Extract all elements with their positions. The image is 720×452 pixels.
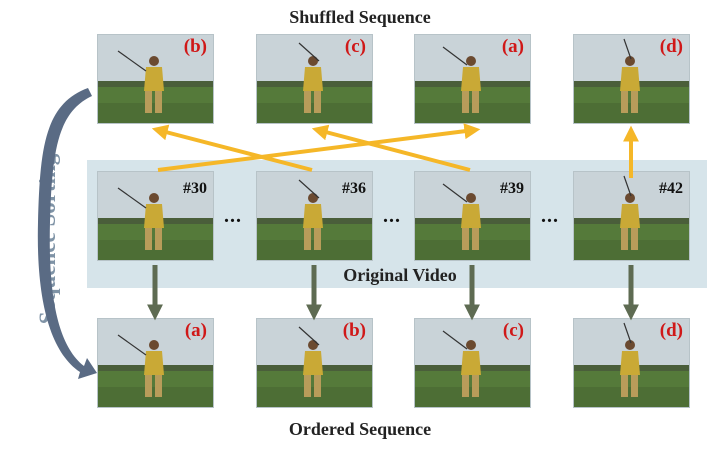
ordered-frame-4: (d) bbox=[573, 318, 690, 408]
golfer-illustration bbox=[257, 172, 372, 260]
original-frame-4: #42 bbox=[573, 171, 690, 261]
original-frame-2: #36 bbox=[256, 171, 373, 261]
shuffle-arrow-30-to-a bbox=[157, 123, 481, 172]
ordered-label-1: (a) bbox=[184, 320, 207, 341]
ordered-label-2: (b) bbox=[342, 320, 366, 341]
shuffled-frame-4: (d) bbox=[573, 34, 690, 124]
original-frame-1: #30 bbox=[97, 171, 214, 261]
golfer-illustration bbox=[574, 172, 689, 260]
shuffled-label-4: (d) bbox=[659, 36, 683, 57]
ellipsis-3: ... bbox=[541, 205, 559, 227]
original-frame-number-2: #36 bbox=[342, 180, 366, 197]
shuffled-frame-1: (b) bbox=[97, 34, 214, 124]
ellipsis-1: ... bbox=[224, 205, 242, 227]
golfer-illustration bbox=[98, 319, 213, 407]
golfer-illustration bbox=[574, 319, 689, 407]
shuffled-frame-2: (c) bbox=[256, 34, 373, 124]
original-frame-3: #39 bbox=[414, 171, 531, 261]
golfer-illustration bbox=[257, 319, 372, 407]
shuffled-sequence-title: Shuffled Sequence bbox=[289, 7, 431, 27]
golfer-illustration bbox=[257, 35, 372, 123]
ordered-label-3: (c) bbox=[502, 320, 524, 341]
ordered-frame-3: (c) bbox=[414, 318, 531, 408]
shuffled-label-3: (a) bbox=[501, 36, 524, 57]
golfer-illustration bbox=[415, 35, 530, 123]
ordered-sequence-title: Ordered Sequence bbox=[288, 419, 432, 439]
golfer-illustration bbox=[98, 172, 213, 260]
ellipsis-2: ... bbox=[383, 205, 401, 227]
ordered-label-4: (d) bbox=[659, 320, 683, 341]
golfer-illustration bbox=[415, 319, 530, 407]
original-frame-number-1: #30 bbox=[183, 180, 207, 197]
original-frame-number-3: #39 bbox=[500, 180, 524, 197]
original-video-label: Original Video bbox=[343, 265, 457, 285]
shuffle-arrow-39-to-b bbox=[311, 124, 471, 172]
shuffled-frame-3: (a) bbox=[414, 34, 531, 124]
ordered-frame-2: (b) bbox=[256, 318, 373, 408]
ordered-frame-1: (a) bbox=[97, 318, 214, 408]
golfer-illustration bbox=[415, 172, 530, 260]
shuffle-arrow-36-to-c bbox=[151, 124, 313, 172]
shuffled-label-2: (c) bbox=[344, 36, 366, 57]
golfer-illustration bbox=[574, 35, 689, 123]
sorting-curve-arrow bbox=[37, 88, 97, 379]
golfer-illustration bbox=[98, 35, 213, 123]
shuffled-label-1: (b) bbox=[183, 36, 207, 57]
original-frame-number-4: #42 bbox=[659, 180, 683, 197]
